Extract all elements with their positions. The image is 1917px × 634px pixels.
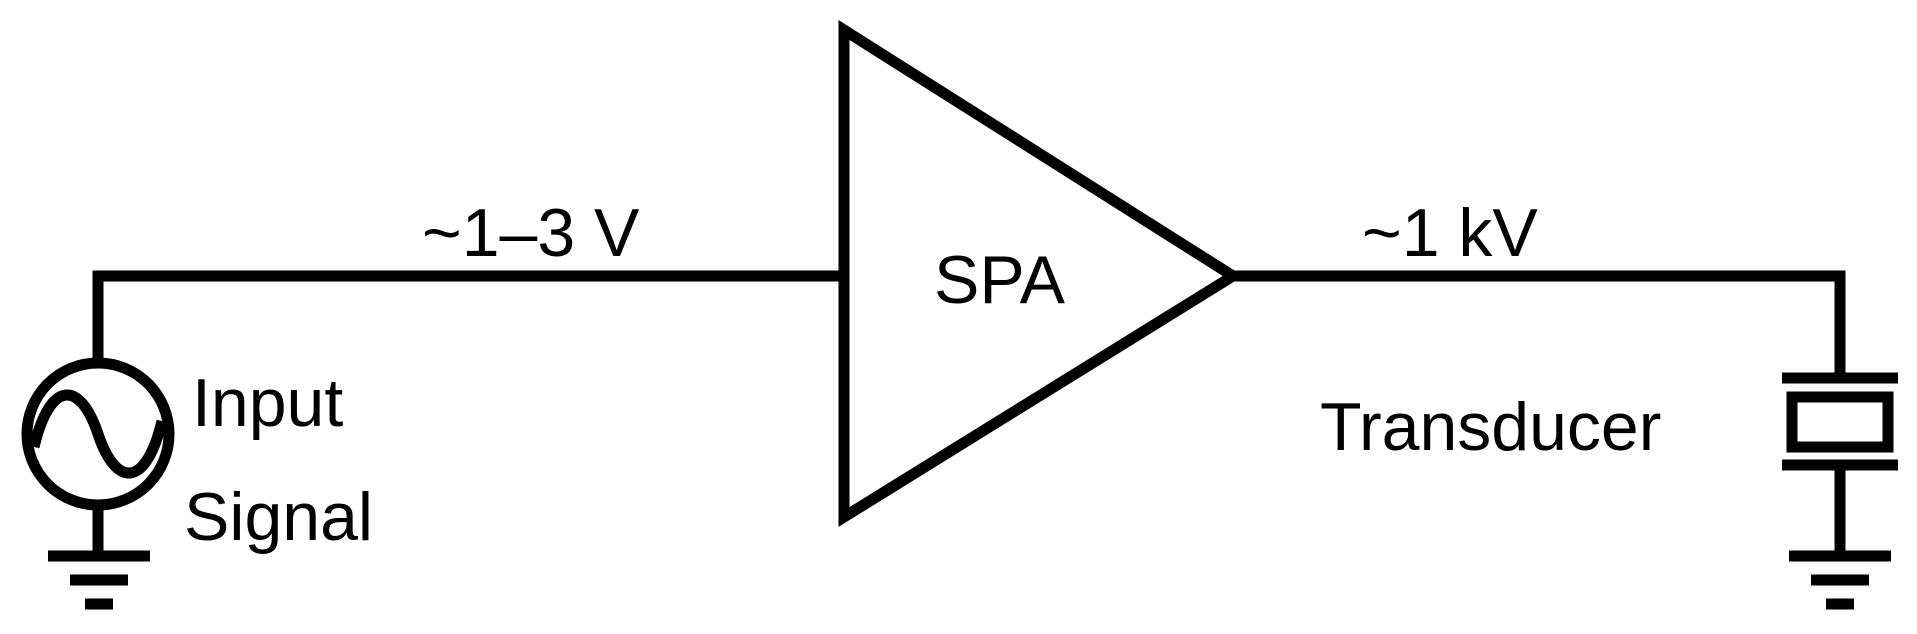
ground-icon	[1789, 550, 1891, 610]
piezo-transducer-icon	[1782, 372, 1898, 556]
ac-voltage-source-icon	[21, 357, 175, 511]
amplifier-label: SPA	[934, 242, 1066, 318]
ground-icon	[48, 505, 150, 610]
output-voltage-label: ~1 kV	[1362, 195, 1538, 271]
amplifier-triangle-icon	[838, 20, 1244, 527]
source-label-line1: Input	[192, 365, 343, 441]
transducer-label: Transducer	[1320, 389, 1661, 465]
input-wire	[92, 270, 844, 363]
input-voltage-label: ~1–3 V	[422, 195, 640, 271]
source-label-line2: Signal	[184, 479, 373, 555]
output-wire	[1233, 270, 1846, 378]
